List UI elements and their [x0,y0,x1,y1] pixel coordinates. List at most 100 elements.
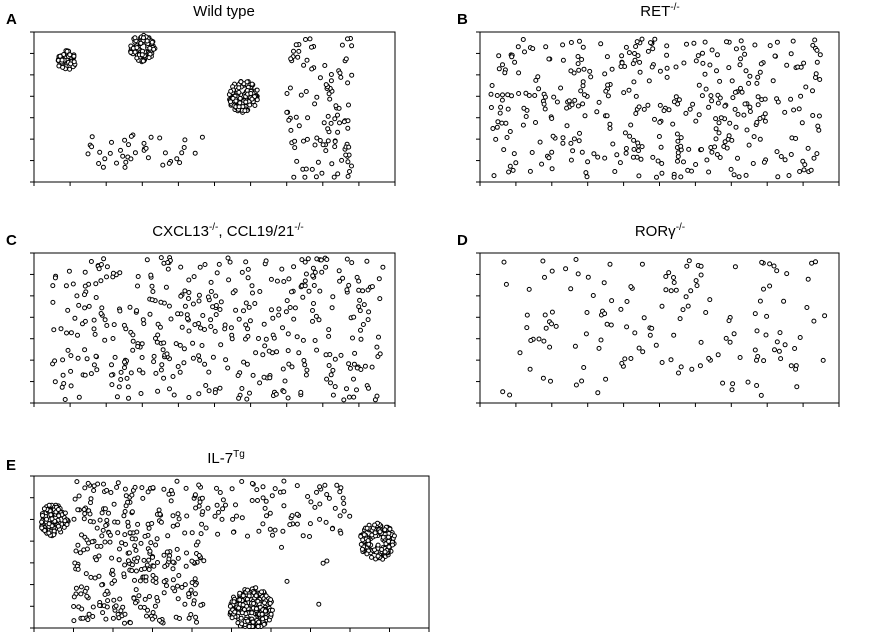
data-point [269,493,275,499]
data-point [239,386,245,391]
data-point [678,143,684,149]
data-point [792,346,798,351]
data-point [568,140,574,146]
data-point [299,257,305,263]
data-point [536,336,542,342]
data-point [236,395,242,401]
data-point [733,124,739,130]
data-point [738,85,743,91]
data-point [62,397,68,402]
data-point [74,479,80,485]
data-point [86,303,92,309]
data-point [358,327,363,333]
data-point [332,139,338,144]
data-point [141,140,147,146]
data-point [775,99,781,105]
data-point [731,331,737,337]
data-point [281,478,287,484]
data-point [778,356,784,362]
data-point [702,71,708,77]
data-point [351,394,357,400]
data-point [76,394,82,400]
data-point [98,262,104,267]
data-point [237,95,243,101]
data-point [632,330,638,336]
data-point [798,93,804,99]
data-point [527,366,533,372]
data-point [546,56,552,62]
data-point [109,555,115,561]
data-point [319,170,325,176]
data-point [82,588,88,594]
data-point [569,102,575,108]
data-point [316,317,322,323]
data-point [215,531,221,537]
data-point [73,585,79,591]
data-point [90,614,96,619]
data-point [285,348,291,354]
data-point [671,280,677,285]
data-point [324,558,330,564]
data-point [186,395,192,400]
data-point [87,518,93,524]
data-point [542,312,548,318]
data-point [192,492,198,498]
data-point [817,77,823,82]
data-point [142,596,148,602]
data-point [560,42,566,48]
data-point [540,258,546,264]
data-point [810,88,815,94]
data-point [759,259,765,265]
data-point [578,88,584,94]
data-point [584,310,590,315]
data-point [575,54,581,59]
data-point [55,523,61,529]
data-point [237,597,243,603]
data-point [635,53,641,59]
data-point [177,342,183,348]
data-point [234,513,239,519]
data-point [685,303,691,309]
data-point [63,283,69,289]
data-point [722,103,728,109]
data-point [273,391,279,397]
data-point [117,308,123,314]
data-point [675,158,680,164]
data-point [684,41,689,47]
data-point [784,271,790,277]
data-point [195,539,201,545]
data-point [668,288,674,294]
data-point [814,151,820,157]
data-point [156,507,162,513]
data-point [345,159,351,165]
data-point [782,109,788,115]
data-point [691,40,697,46]
data-point [223,502,228,508]
data-point [293,42,299,48]
data-point [554,99,560,105]
data-point [298,92,304,98]
data-point [122,509,128,514]
data-point [646,78,652,84]
data-point [143,574,149,580]
data-point [230,290,236,296]
data-point [605,82,611,88]
data-point [543,44,549,50]
data-point [170,566,176,572]
data-point [678,135,684,141]
data-point [71,594,77,600]
data-point [607,125,613,131]
data-point [210,304,216,310]
data-point [609,298,615,304]
data-point [173,341,179,347]
data-point [104,517,110,523]
data-point [369,532,375,538]
data-point [257,289,263,294]
data-point [240,602,246,608]
data-point [570,148,576,154]
data-point [572,343,578,349]
data-point [264,513,269,519]
data-point [147,45,153,51]
data-point [752,42,758,48]
